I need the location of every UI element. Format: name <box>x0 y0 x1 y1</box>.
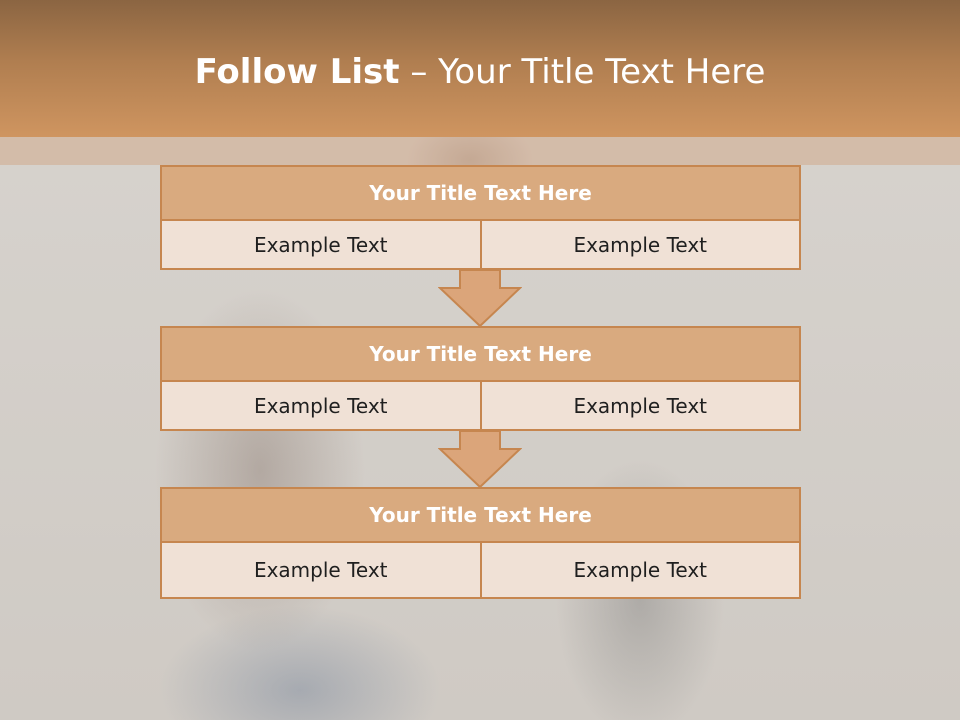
list-block-3: Your Title Text Here Example Text Exampl… <box>160 487 801 599</box>
header-bar <box>0 0 960 137</box>
title-bold: Follow List <box>194 52 400 92</box>
block-row: Example Text Example Text <box>160 543 801 599</box>
block-title: Your Title Text Here <box>160 326 801 382</box>
list-block-1: Your Title Text Here Example Text Exampl… <box>160 165 801 270</box>
block-title: Your Title Text Here <box>160 165 801 221</box>
down-arrow-icon <box>438 431 522 489</box>
block-cell-right: Example Text <box>481 382 801 431</box>
block-cell-left: Example Text <box>160 221 482 270</box>
block-cell-left: Example Text <box>160 382 482 431</box>
block-title: Your Title Text Here <box>160 487 801 543</box>
block-cell-right: Example Text <box>481 221 801 270</box>
down-arrow-icon <box>438 270 522 328</box>
title-rest: – Your Title Text Here <box>399 52 766 92</box>
block-cell-right: Example Text <box>481 543 801 599</box>
list-block-2: Your Title Text Here Example Text Exampl… <box>160 326 801 431</box>
header-band <box>0 137 960 165</box>
block-row: Example Text Example Text <box>160 221 801 270</box>
block-cell-left: Example Text <box>160 543 482 599</box>
block-row: Example Text Example Text <box>160 382 801 431</box>
page-title: Follow List – Your Title Text Here <box>0 52 960 92</box>
